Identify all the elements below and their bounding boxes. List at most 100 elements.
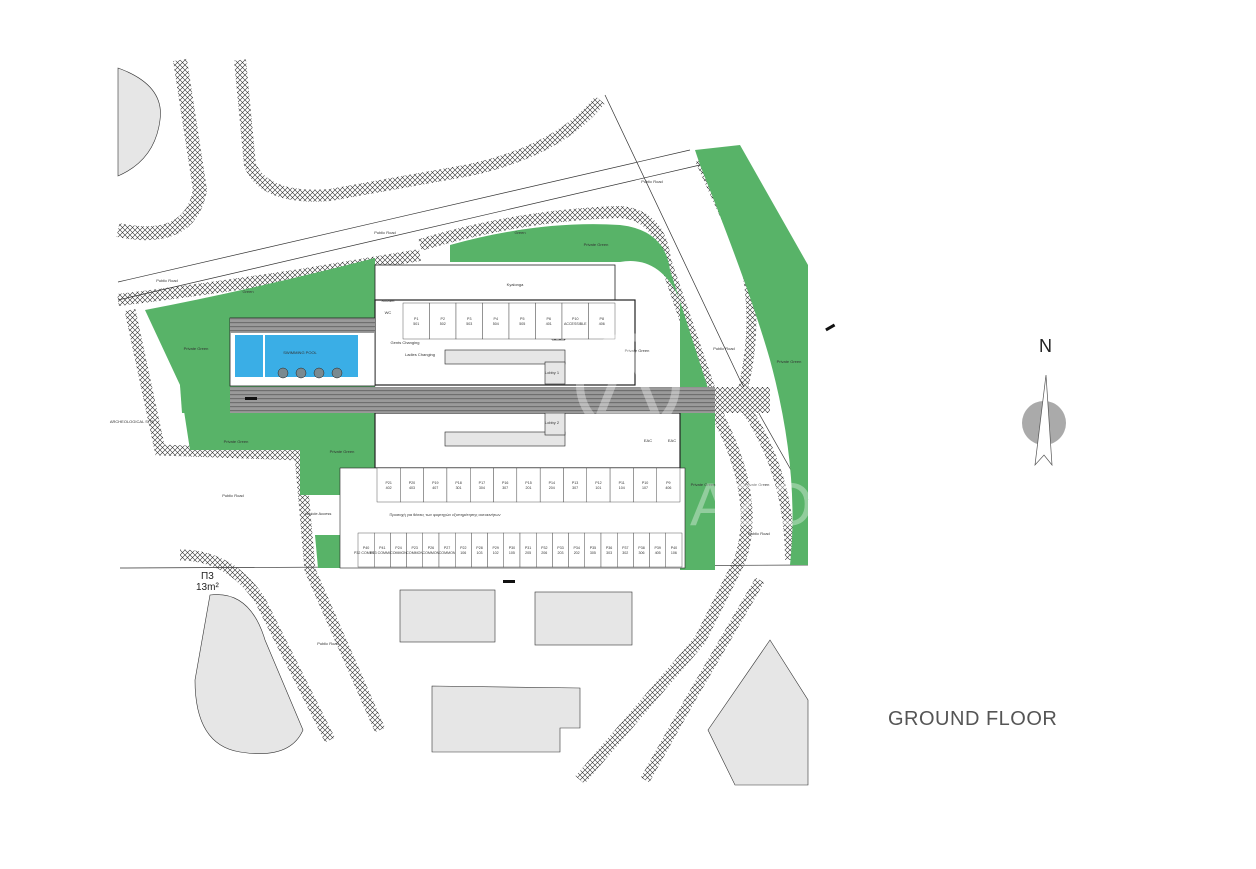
pool-small [235, 335, 263, 377]
parking-id: P18 [455, 481, 461, 485]
parking-bay [376, 467, 401, 503]
parking-unit: 102 [493, 551, 499, 555]
parking-id: P11 [619, 481, 625, 485]
parking-id: P36 [606, 546, 612, 550]
svg-text:Public Road: Public Road [641, 179, 663, 184]
parking-id: P2 [441, 317, 445, 321]
parking-id: P30 [509, 546, 515, 550]
access-road [230, 387, 715, 413]
private-green-building [450, 224, 715, 570]
parking-bay [552, 532, 569, 568]
svg-text:Green: Green [242, 289, 253, 294]
lobby1-label: Lobby 1 [545, 370, 560, 375]
parking-unit: 403 [409, 486, 415, 490]
parking-unit: 307 [502, 486, 508, 490]
parking-id: P6 [547, 317, 551, 321]
parking-bay [609, 467, 634, 503]
svg-text:Public Road: Public Road [748, 531, 770, 536]
svg-text:Private Green: Private Green [691, 482, 716, 487]
parking-bay [617, 532, 634, 568]
parking-bay [584, 532, 602, 568]
parking-bay [656, 467, 681, 503]
parking-bay [536, 532, 553, 568]
parking-id: P4 [494, 317, 498, 321]
parking-bay [422, 532, 440, 568]
marker [245, 397, 257, 400]
parking-bay [649, 532, 666, 568]
parking-id: P12 [595, 481, 601, 485]
parking-id: P40 [671, 546, 677, 550]
wc-label: WC [385, 310, 392, 315]
green-patch [315, 535, 345, 568]
parking-bay [633, 532, 650, 568]
parking-bay [357, 532, 375, 568]
parking-unit: 205 [525, 551, 531, 555]
svg-text:Green: Green [514, 230, 525, 235]
private-green-labels: Private Green Private Green Private Gree… [184, 230, 802, 487]
parking-bay [563, 467, 587, 503]
parking-bay [535, 302, 563, 340]
parking-id: P38 [638, 546, 644, 550]
parking-bay [471, 532, 488, 568]
parking-unit: 501 [413, 322, 419, 326]
parking-bay [438, 532, 456, 568]
private-green-east [695, 145, 808, 565]
parking-id: P1 [414, 317, 418, 321]
parking-id: P19 [432, 481, 438, 485]
parking-unit: 503 [466, 322, 472, 326]
parking-bay [503, 532, 521, 568]
eac-label: EAC [644, 438, 652, 443]
vehicle-access-label: Vehicle Access [305, 511, 332, 516]
parking-id: P9 [666, 481, 670, 485]
parking-bay [402, 302, 430, 340]
lobby2-label: Lobby 2 [545, 420, 560, 425]
parking-bay [588, 302, 616, 340]
lot-bottom-right [707, 639, 809, 786]
north-arrow-icon [1022, 374, 1066, 467]
plot-name: Π3 [201, 571, 214, 582]
parking-bay [455, 532, 472, 568]
parking-bay [455, 302, 483, 340]
svg-text:Public Road: Public Road [713, 346, 735, 351]
building-footprint [399, 589, 496, 643]
parking-id: P39 [654, 546, 660, 550]
lot-top-left [117, 67, 161, 177]
parking-bay [406, 532, 424, 568]
parking-unit: 106 [460, 551, 466, 555]
svg-text:Private Green: Private Green [745, 482, 770, 487]
parking-bay [665, 532, 683, 568]
svg-text:Private Green: Private Green [584, 242, 609, 247]
crosswalk [715, 387, 770, 413]
parking-unit: 304 [479, 486, 485, 490]
lobby1 [544, 361, 566, 385]
eac-label: EAC [668, 438, 676, 443]
parking-unit: 206 [541, 551, 547, 555]
parking-id: P13 [572, 481, 578, 485]
parking-id: P22 [460, 546, 466, 550]
parking-bay [516, 467, 541, 503]
parking-id: P33 [557, 546, 563, 550]
storage-label: Kyalonga [507, 282, 524, 287]
